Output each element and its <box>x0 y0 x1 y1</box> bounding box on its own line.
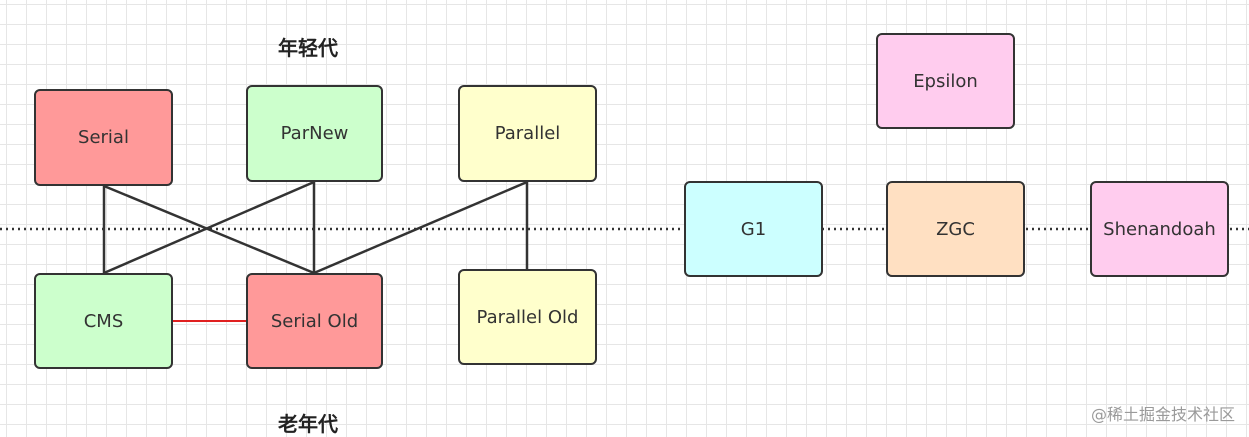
young-generation-label: 年轻代 <box>278 36 338 60</box>
node-zgc: ZGC <box>886 181 1025 277</box>
edge-parallel-serial-old <box>313 180 528 275</box>
node-g1: G1 <box>684 181 823 277</box>
node-cms: CMS <box>34 273 173 369</box>
node-shenandoah: Shenandoah <box>1090 181 1229 277</box>
node-parnew: ParNew <box>246 85 383 182</box>
old-generation-label: 老年代 <box>278 412 338 436</box>
node-serial: Serial <box>34 89 173 186</box>
edge-parnew-cms <box>103 180 315 275</box>
watermark: @稀土掘金技术社区 <box>1090 405 1235 424</box>
node-epsilon: Epsilon <box>876 33 1015 129</box>
node-parallel-old: Parallel Old <box>458 269 597 365</box>
node-serial-old: Serial Old <box>246 273 383 369</box>
edge-serial-serial-old <box>103 184 315 275</box>
node-parallel: Parallel <box>458 85 597 182</box>
